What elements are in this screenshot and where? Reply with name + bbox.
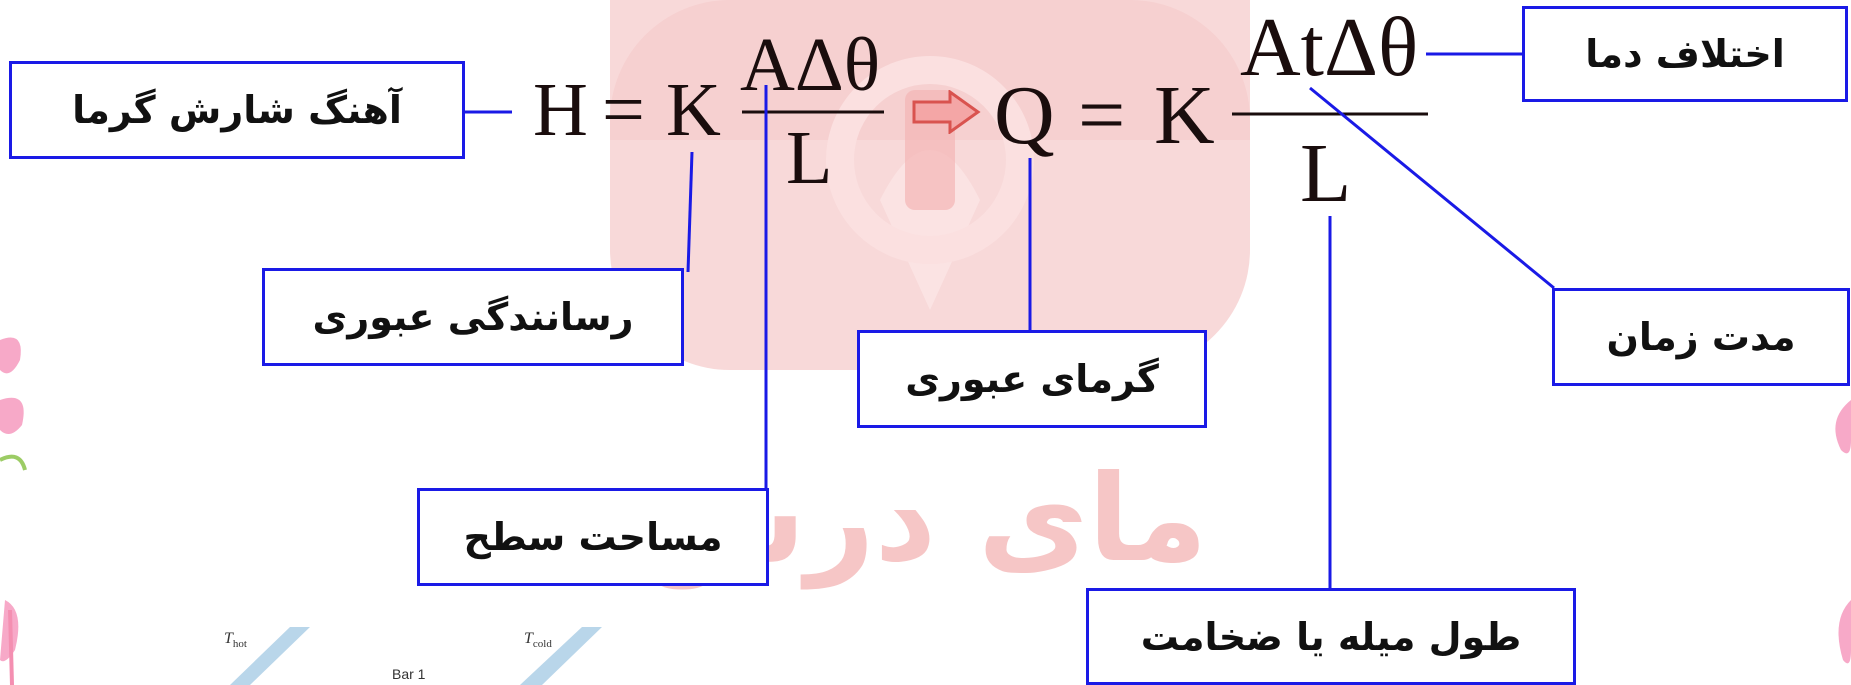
t-cold-label: Tcold (524, 630, 552, 651)
equation-1-denominator: L (786, 116, 833, 200)
time-label: مدت زمان (1552, 288, 1850, 386)
heat-flow-rate-label: آهنگ شارش گرما (9, 61, 465, 159)
temp-difference-label: اختلاف دما (1522, 6, 1848, 102)
equation-2-denominator: L (1300, 127, 1352, 220)
bar-figure (230, 627, 602, 685)
leader-time (1309, 86, 1555, 290)
equation-1-equals: = (602, 68, 645, 152)
t-hot-label: Thot (224, 630, 247, 651)
equation-1-k: K (666, 68, 721, 152)
heat-transferred-label: گرمای عبوری (857, 330, 1207, 428)
equation-2-numerator: AtΔθ (1240, 1, 1419, 94)
bar-label: Bar 1 (392, 666, 426, 682)
flower-decoration-left (0, 337, 27, 685)
right-arrow-icon (912, 90, 981, 134)
flower-decoration-right (1835, 400, 1851, 664)
area-label: مساحت سطح (417, 488, 769, 586)
conductivity-label: رسانندگی عبوری (262, 268, 684, 366)
equation-2-lhs: Q (994, 69, 1055, 162)
equation-1-numerator: AΔθ (740, 23, 881, 107)
equation-2-k: K (1154, 69, 1215, 162)
leader-conductivity (686, 151, 694, 273)
length-label: طول میله یا ضخامت (1086, 588, 1576, 685)
equation-1-lhs: H (533, 68, 588, 152)
equation-2-equals: = (1078, 69, 1126, 162)
